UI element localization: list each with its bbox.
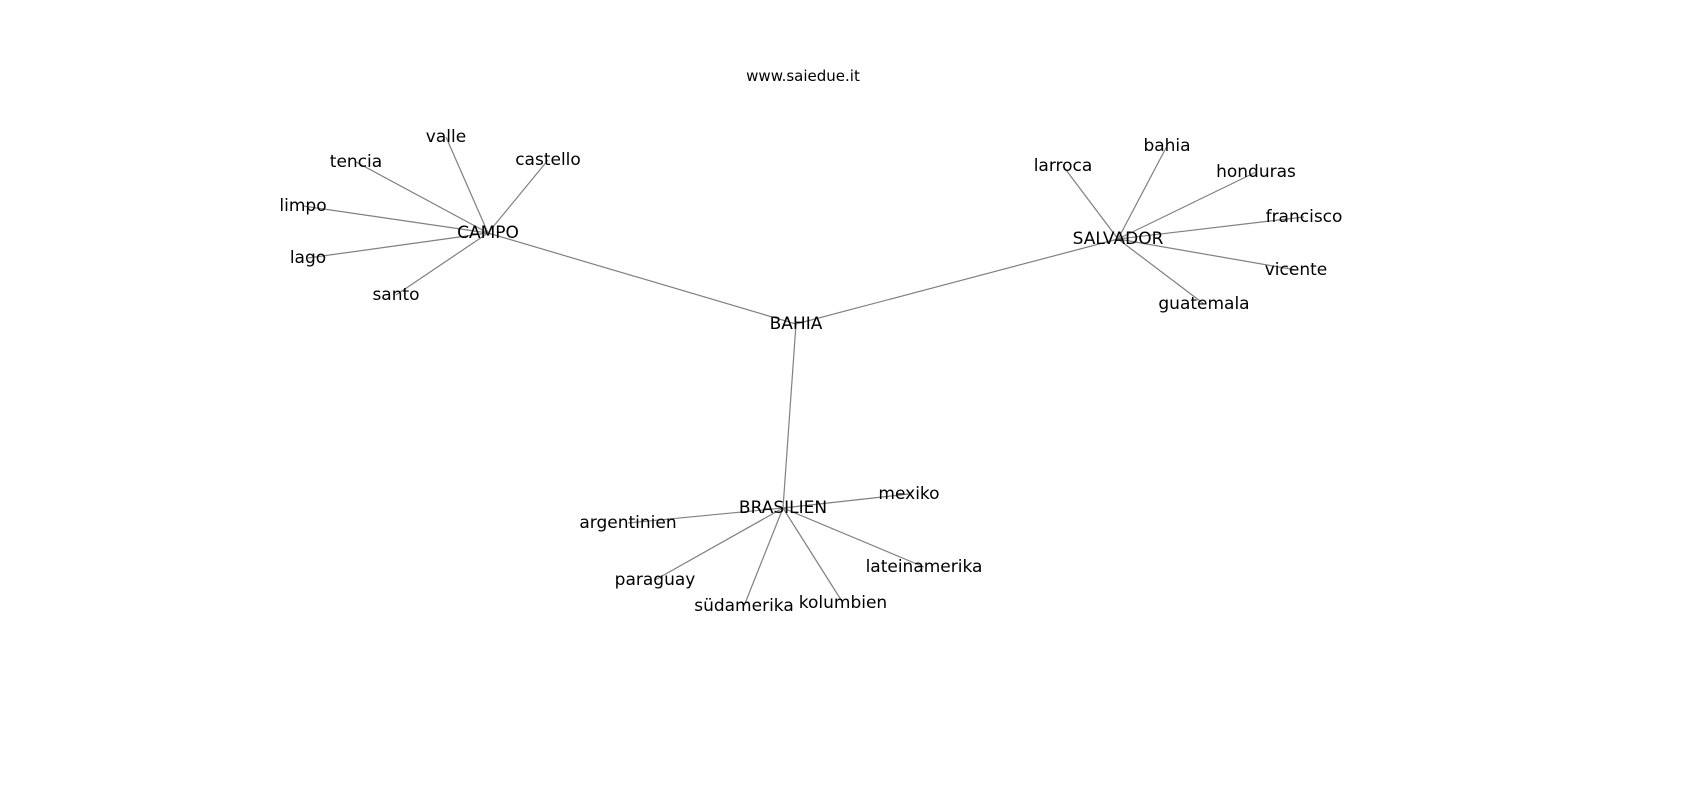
edge-salvador-bahia [1117,145,1168,240]
node-label-bahia: bahia [1143,136,1190,156]
edge-campo-limpo [302,205,489,234]
node-label-lateinamerika: lateinamerika [866,557,983,577]
edge-bahia-brasilien [782,323,797,509]
edge-campo-tencia [355,161,489,234]
edge-brasilien-mexiko [782,493,910,509]
edge-salvador-honduras [1117,171,1257,240]
node-label-castello: castello [515,150,581,170]
node-label-santo: santo [372,285,419,305]
node-label-salvador: SALVADOR [1073,229,1164,249]
edge-brasilien-paraguay [654,507,784,581]
node-label-limpo: limpo [279,196,326,216]
node-label-campo: CAMPO [457,223,519,243]
node-label-valle: valle [426,127,466,147]
node-label-honduras: honduras [1216,162,1296,182]
edge-salvador-francisco [1117,216,1305,240]
node-label-paraguay: paraguay [615,570,696,590]
node-label-vicente: vicente [1265,260,1328,280]
edge-salvador-guatemala [1117,238,1205,305]
edge-bahia-salvador [795,238,1119,325]
node-label-larroca: larroca [1034,156,1093,176]
edge-brasilien-argentinien [627,507,784,524]
edge-brasilien-kolumbien [782,507,844,604]
edge-campo-lago [307,232,489,259]
node-label-kolumbien: kolumbien [799,593,887,613]
graph-title: www.saiedue.it [746,67,860,85]
edge-salvador-larroca [1062,165,1119,240]
edge-campo-santo [395,232,489,296]
node-label-suedamerika: südamerika [694,596,794,616]
edge-salvador-vicente [1117,238,1297,271]
edge-brasilien-suedamerika [743,507,784,607]
node-label-francisco: francisco [1266,207,1343,227]
edge-bahia-campo [487,232,797,325]
node-label-guatemala: guatemala [1158,294,1249,314]
edges-layer [302,136,1305,607]
node-label-bahia: BAHIA [770,314,823,334]
edge-campo-castello [487,159,549,234]
edge-campo-valle [445,136,489,234]
node-label-brasilien: BRASILIEN [739,498,827,518]
node-label-lago: lago [290,248,326,268]
node-label-mexiko: mexiko [878,484,939,504]
node-label-tencia: tencia [330,152,382,172]
nodes-layer: BAHIA CAMPO SALVADOR BRASILIEN valle tencia ca… [279,127,1342,616]
node-label-argentinien: argentinien [579,513,676,533]
edge-brasilien-lateinamerika [782,507,925,568]
